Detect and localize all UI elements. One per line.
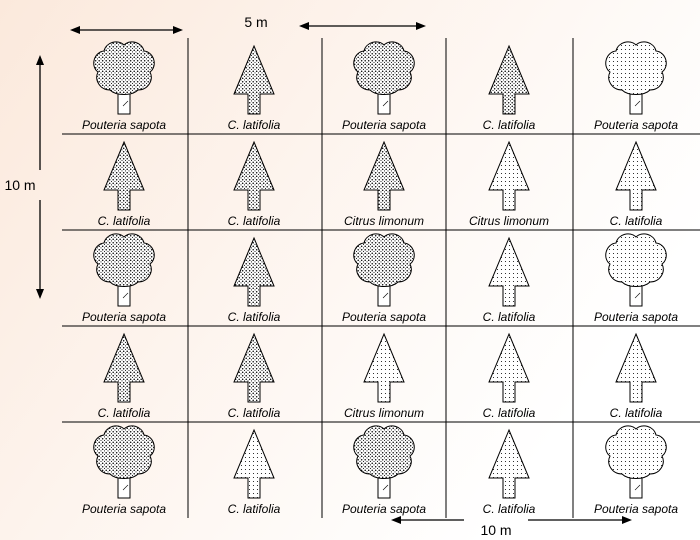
species-label: C. latifolia <box>483 310 536 324</box>
arrow-tree-icon <box>233 428 275 499</box>
species-label: C. latifolia <box>228 214 281 228</box>
round-tree-icon <box>353 233 415 307</box>
dimension-arrows <box>36 22 632 524</box>
arrow-tree-icon <box>233 44 275 115</box>
grid <box>62 38 700 518</box>
top-left-double-arrow <box>70 26 183 34</box>
arrow-tree-icon <box>488 332 530 403</box>
species-label: Pouteria sapota <box>594 502 678 516</box>
dimension-label-left: 10 m <box>4 177 35 193</box>
arrow-tree-icon <box>103 140 145 211</box>
species-label: C. latifolia <box>610 214 663 228</box>
left-double-arrow <box>36 55 44 299</box>
species-label: Pouteria sapota <box>594 310 678 324</box>
round-tree-icon <box>93 41 155 115</box>
round-tree-icon <box>605 233 667 307</box>
species-label: Citrus limonum <box>469 214 549 228</box>
arrow-tree-icon <box>363 332 405 403</box>
species-label: Pouteria sapota <box>82 502 166 516</box>
species-label: Citrus limonum <box>344 214 424 228</box>
arrow-tree-icon <box>488 140 530 211</box>
arrow-tree-icon <box>615 140 657 211</box>
dimension-label-bottom: 10 m <box>480 522 511 538</box>
arrow-tree-icon <box>103 332 145 403</box>
arrow-tree-icon <box>233 236 275 307</box>
species-label: C. latifolia <box>228 502 281 516</box>
round-tree-icon <box>93 425 155 499</box>
species-label: Citrus limonum <box>344 406 424 420</box>
round-tree-icon <box>353 425 415 499</box>
arrow-tree-icon <box>233 140 275 211</box>
species-label: Pouteria sapota <box>82 118 166 132</box>
species-label: Pouteria sapota <box>342 502 426 516</box>
round-tree-icon <box>605 41 667 115</box>
round-tree-icon <box>93 233 155 307</box>
species-label: Pouteria sapota <box>594 118 678 132</box>
arrow-tree-icon <box>363 140 405 211</box>
species-label: Pouteria sapota <box>342 310 426 324</box>
arrow-tree-icon <box>488 428 530 499</box>
dimension-label-top: 5 m <box>244 14 267 30</box>
arrow-tree-icon <box>615 332 657 403</box>
bottom-double-arrow <box>391 516 632 524</box>
top-right-double-arrow <box>299 22 426 30</box>
round-tree-icon <box>353 41 415 115</box>
round-tree-icon <box>605 425 667 499</box>
species-label: C. latifolia <box>483 406 536 420</box>
species-label: Pouteria sapota <box>82 310 166 324</box>
species-label: C. latifolia <box>228 118 281 132</box>
arrow-tree-icon <box>488 236 530 307</box>
species-label: C. latifolia <box>610 406 663 420</box>
species-label: Pouteria sapota <box>342 118 426 132</box>
species-label: C. latifolia <box>98 406 151 420</box>
arrow-tree-icon <box>488 44 530 115</box>
species-label: C. latifolia <box>483 502 536 516</box>
species-label: C. latifolia <box>228 310 281 324</box>
species-label: C. latifolia <box>98 214 151 228</box>
species-label: C. latifolia <box>483 118 536 132</box>
arrow-tree-icon <box>233 332 275 403</box>
species-label: C. latifolia <box>228 406 281 420</box>
